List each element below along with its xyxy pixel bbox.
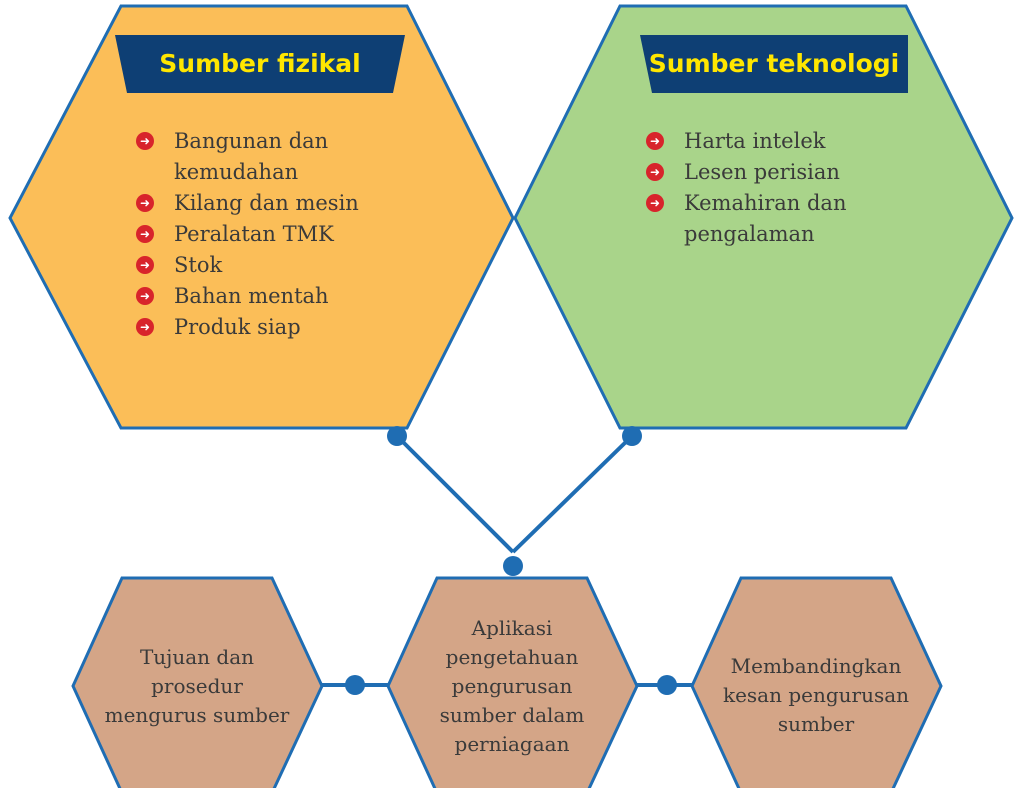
list-item-label: Bangunan dan kemudahan xyxy=(174,129,329,184)
connector-dot-right xyxy=(657,675,677,695)
list-item-label: Stok xyxy=(174,253,223,277)
connector-dot-physical xyxy=(387,426,407,446)
technology-list: ➜ Harta intelek ➜ Lesen perisian ➜ Kemah… xyxy=(646,126,896,250)
list-item: ➜ Produk siap xyxy=(136,312,376,343)
technology-title: Sumber teknologi xyxy=(648,49,900,78)
list-item: ➜ Kilang dan mesin xyxy=(136,188,376,219)
red-arrow-bullet-icon: ➜ xyxy=(136,194,154,212)
list-item: ➜ Bahan mentah xyxy=(136,281,376,312)
red-arrow-bullet-icon: ➜ xyxy=(136,287,154,305)
list-item: ➜ Stok xyxy=(136,250,376,281)
list-item: ➜ Kemahiran dan pengalaman xyxy=(646,188,896,250)
list-item: ➜ Peralatan TMK xyxy=(136,219,376,250)
list-item: ➜ Harta intelek xyxy=(646,126,896,157)
hexagon-physical xyxy=(8,4,515,430)
connector-dot-technology xyxy=(622,426,642,446)
connector-line-technology xyxy=(511,434,634,554)
list-item: ➜ Lesen perisian xyxy=(646,157,896,188)
list-item-label: Harta intelek xyxy=(684,129,826,153)
hexagon-right-label: Membandingkan kesan pengurusan sumber xyxy=(722,653,910,736)
list-item-label: Bahan mentah xyxy=(174,284,329,308)
red-arrow-bullet-icon: ➜ xyxy=(136,318,154,336)
banner-technology xyxy=(640,35,908,93)
list-item-label: Kemahiran dan pengalaman xyxy=(684,191,847,246)
connector-dot-left xyxy=(345,675,365,695)
red-arrow-bullet-icon: ➜ xyxy=(136,132,154,150)
hexagon-left-label: Tujuan dan prosedur mengurus sumber xyxy=(104,644,290,727)
red-arrow-bullet-icon: ➜ xyxy=(646,132,664,150)
physical-title: Sumber fizikal xyxy=(159,49,361,78)
red-arrow-bullet-icon: ➜ xyxy=(646,163,664,181)
hexagon-right xyxy=(690,576,943,788)
red-arrow-bullet-icon: ➜ xyxy=(136,225,154,243)
hexagon-left xyxy=(71,576,324,788)
connector-line-physical xyxy=(395,434,515,554)
hexagon-center xyxy=(386,576,639,788)
list-item-label: Produk siap xyxy=(174,315,301,339)
hexagon-center-label: Aplikasi pengetahuan pengurusan sumber d… xyxy=(439,615,585,756)
physical-list: ➜ Bangunan dan kemudahan ➜ Kilang dan me… xyxy=(136,126,376,343)
list-item: ➜ Bangunan dan kemudahan xyxy=(136,126,376,188)
red-arrow-bullet-icon: ➜ xyxy=(646,194,664,212)
banner-physical xyxy=(115,35,405,93)
list-item-label: Peralatan TMK xyxy=(174,222,334,246)
red-arrow-bullet-icon: ➜ xyxy=(136,256,154,274)
hexagon-technology xyxy=(513,4,1014,430)
list-item-label: Kilang dan mesin xyxy=(174,191,359,215)
list-item-label: Lesen perisian xyxy=(684,160,840,184)
connector-dot-junction xyxy=(503,556,523,576)
